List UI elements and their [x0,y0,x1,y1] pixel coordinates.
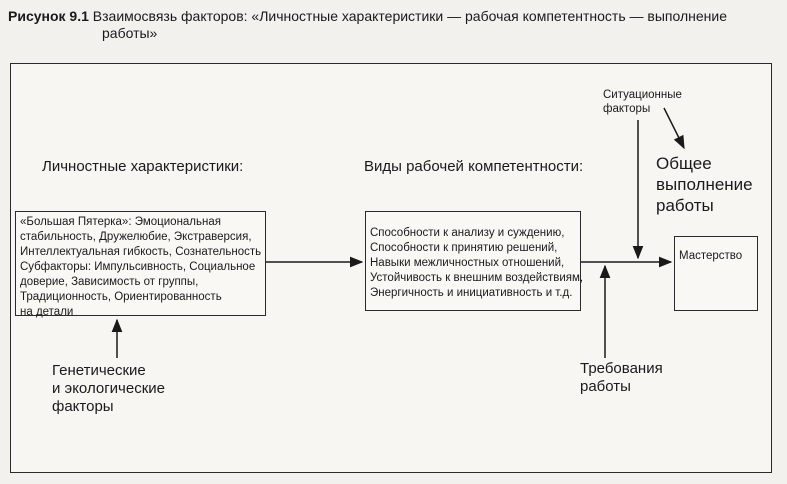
label-genetic-line: факторы [52,398,114,415]
box-text-line: на детали [20,306,74,318]
figure-title-line-1: Взаимосвязь факторов: «Личностные характ… [92,8,727,24]
label-situational-line: факторы [603,103,651,115]
arrow-to-overall [663,107,685,150]
box-text-line: Устойчивость к внешним воздействиям, [370,272,584,284]
label-genetic-factors: Генетические и экологические факторы [52,362,165,416]
label-overall-line: Общее [656,154,712,173]
figure-number: Рисунок 9.1 [8,8,89,24]
label-competence-kinds: Виды рабочей компетентности: [364,158,584,175]
label-overall-line: работы [656,196,714,215]
label-requirements-line: Требования [580,360,663,377]
box-mastery-text: Мастерство [679,250,743,262]
box-personal-characteristics: «Большая Пятерка»: Эмоциональная стабиль… [15,211,266,318]
box-competence-kinds: Способности к анализу и суждению, Способ… [365,211,584,311]
box-mastery: Мастерство [674,236,758,311]
figure-title-line-2: работы» [102,25,158,41]
box-text-line: стабильность, Дружелюбие, Экстраверсия, [20,231,252,243]
box-text-line: «Большая Пятерка»: Эмоциональная [20,216,221,228]
label-personal-characteristics: Личностные характеристики: [42,158,244,175]
box-text-line: Способности к анализу и суждению, [370,227,565,239]
box-text-line: Традиционность, Ориентированность [20,291,222,303]
label-situational-factors: Ситуационные факторы [603,88,682,116]
label-overall-line: выполнение [656,175,753,194]
figure-caption: Рисунок 9.1 Взаимосвязь факторов: «Лично… [8,8,768,42]
label-genetic-line: Генетические [52,362,146,379]
box-text-line: Способности к принятию решений, [370,242,558,254]
box-text-line: доверие, Зависимость от группы, [20,276,199,288]
box-text-line: Навыки межличностных отношений, [370,257,565,269]
box-text-line: Субфакторы: Импульсивность, Социальное [20,261,256,273]
label-genetic-line: и экологические [52,380,165,397]
box-text-line: Энергичность и инициативность и т.д. [370,287,573,299]
label-requirements-line: работы [580,378,631,395]
label-situational-line: Ситуационные [603,89,682,101]
box-text-line: Интеллектуальная гибкость, Сознательност… [20,246,262,258]
label-overall-performance: Общее выполнение работы [656,153,753,216]
label-job-requirements: Требования работы [580,360,663,396]
